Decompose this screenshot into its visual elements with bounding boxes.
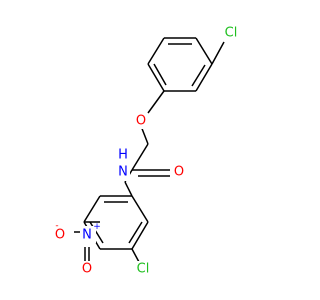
atom-cl-bottom: Cl [132,261,154,278]
atom-o-nitro-minus: O - [52,221,74,243]
oxygen-label: O [82,262,92,277]
bond-n-ring [124,181,133,197]
bond-c-o-ether [147,90,165,114]
chlorine-label: Cl [137,262,150,277]
atom-cl-top: Cl [221,24,241,41]
bond [131,221,149,250]
chlorine-label: Cl [225,26,238,41]
atom-n-nitro: N + [80,222,101,243]
bond [147,63,165,92]
oxygen-label: O [136,114,146,129]
double-bond-inner [89,221,104,244]
oxygen-label: O [174,165,184,180]
atom-o-nitro-double: O [80,261,94,278]
atom-o-ether: O [134,113,148,129]
bond [131,195,149,223]
bond-c-cl-top [211,41,225,65]
atom-o-carbonyl: O [172,164,186,181]
nitrophenyl-ring [83,195,149,250]
bond [195,37,213,65]
double-bond-inner [191,64,206,87]
double-bond-inner [128,221,143,244]
bond [83,195,101,223]
bond [195,63,213,92]
double-bond-inner [153,63,167,86]
positive-charge: + [93,222,101,232]
atom-n-amide: H N [116,147,130,181]
hydrogen-label: H [118,148,128,163]
chlorophenyl-ring [147,37,213,92]
bond-c-cl-bottom [131,248,140,263]
nitrogen-label: N [82,228,92,243]
nitrogen-label: N [118,165,128,180]
molecule-structure: Cl O O H N N + O - O Cl [52,24,241,278]
negative-charge: - [55,221,58,231]
bond-ch2-carbonyl [131,143,149,171]
bond [147,37,165,65]
oxygen-label: O [55,228,65,243]
